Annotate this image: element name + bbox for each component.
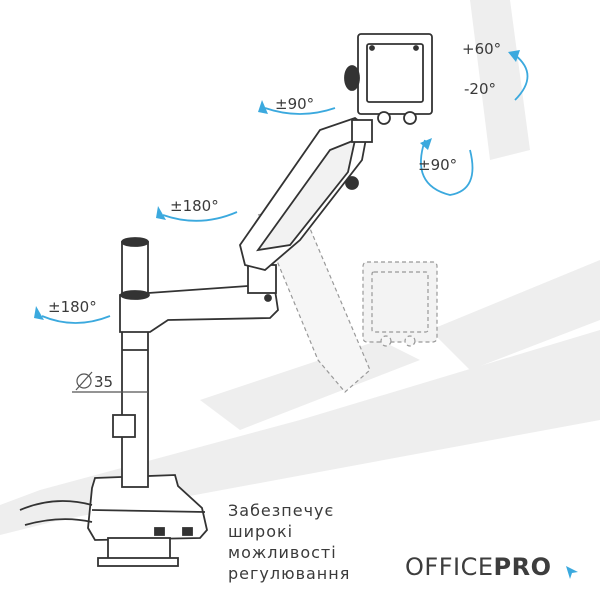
- rotate-screen-label: ±90°: [418, 156, 457, 174]
- logo-office-text: OFFICE: [405, 553, 494, 581]
- desk-clamp: [19, 474, 208, 567]
- swivel-head-label: ±90°: [275, 95, 314, 113]
- upper-arm-swivel-label: ±180°: [170, 197, 219, 215]
- rotation-arrows: [34, 50, 529, 324]
- tilt-arrow: [514, 54, 529, 101]
- logo-pro-text: PRO: [493, 553, 552, 581]
- diameter-dimension: [72, 371, 148, 393]
- pole: [112, 237, 149, 488]
- caption-line-4: регулювання: [228, 564, 351, 583]
- lower-swivel-arrow: [41, 315, 111, 324]
- vesa-plate: [344, 33, 433, 143]
- caption-line-3: можливості: [228, 543, 337, 562]
- tilt-up-label: +60°: [462, 40, 501, 58]
- caption-line-1: Забезпечує: [228, 501, 335, 520]
- caption: Забезпечує широкі можливості регулювання: [228, 500, 418, 584]
- swivel-head-arrow: [264, 107, 336, 115]
- upper-swivel-arrow: [162, 211, 238, 222]
- upper-arm: [239, 116, 369, 271]
- pole-diameter-label: 35: [94, 373, 113, 391]
- rotate-screen-arrow: [420, 139, 474, 196]
- caption-line-2: широкі: [228, 522, 294, 541]
- tilt-down-label: -20°: [464, 80, 496, 98]
- cursor-icon: [566, 566, 578, 579]
- lower-arm-swivel-label: ±180°: [48, 298, 97, 316]
- officepro-logo: OFFICEPRO: [405, 553, 578, 583]
